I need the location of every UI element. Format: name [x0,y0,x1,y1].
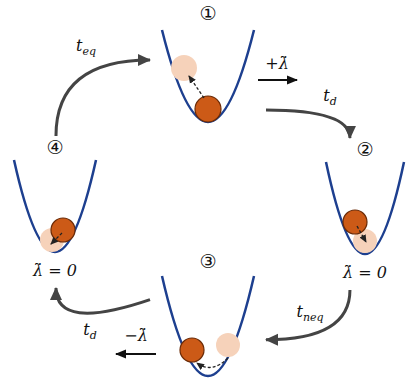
protocol-arrow [116,353,156,355]
potential-well [162,30,254,122]
time-label: tneq [294,302,325,322]
particle [195,96,221,122]
process-arrow [266,290,350,340]
particle [51,218,75,242]
stage-panel: ③ [150,250,266,384]
rate-condition: λ̇ = 0 [6,260,104,282]
potential-well [162,276,254,376]
stage-number: ④ [6,136,104,158]
dashed-arrow [51,233,62,244]
time-label: td [321,86,338,106]
stage-number: ① [150,2,266,24]
particle [180,338,204,362]
stage-number: ③ [150,250,266,272]
stage-number: ② [318,138,412,160]
dashed-arrow [357,226,366,242]
previous-particle [171,55,197,81]
stage-panel: ② λ̇ = 0 [318,138,412,290]
stage-panel: ④ λ̇ = 0 [6,136,104,288]
time-label: td [81,320,98,340]
stage-panel: ① [150,2,266,128]
potential-well [326,162,404,254]
previous-particle [216,333,240,357]
dashed-arrow [189,76,204,98]
process-arrow [56,60,150,136]
time-label: teq [74,36,98,56]
protocol-arrow [258,79,297,81]
control-label: +λ̇ [263,54,291,74]
dashed-arrow [197,358,228,367]
process-arrow [56,288,150,313]
process-arrow [266,110,350,138]
potential-well [14,160,96,252]
particle [343,210,367,234]
rate-condition: λ̇ = 0 [318,262,412,284]
control-label: −λ̇ [122,326,150,346]
